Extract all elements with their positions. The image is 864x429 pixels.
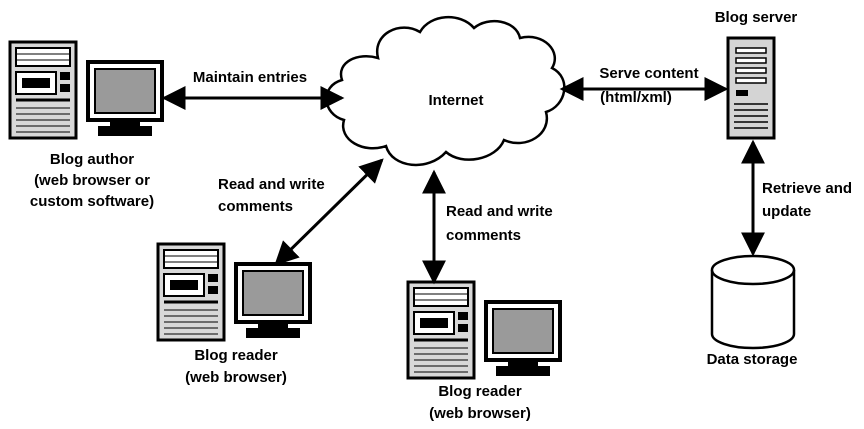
blog-author-computer-icon xyxy=(8,40,164,140)
data-storage-cylinder-icon xyxy=(710,254,796,350)
internet-cloud: Internet xyxy=(325,15,566,167)
blog-reader-center-sublabel: (web browser) xyxy=(429,405,531,422)
blog-reader-left-sublabel: (web browser) xyxy=(185,369,287,386)
blog-server-icon xyxy=(726,36,776,140)
blog-reader-left-label: Blog reader xyxy=(194,347,278,364)
blog-author-label: Blog author xyxy=(50,151,134,168)
retrieve-update-label: Retrieve and xyxy=(762,180,852,197)
blog-server-label: Blog server xyxy=(715,9,798,26)
blog-reader-center-label: Blog reader xyxy=(438,383,522,400)
maintain-entries-label: Maintain entries xyxy=(193,69,307,86)
internet-label: Internet xyxy=(428,92,483,109)
read-write-left-sublabel: comments xyxy=(218,198,293,215)
serve-content-sublabel: (html/xml) xyxy=(600,89,672,106)
retrieve-update-sublabel: update xyxy=(762,203,811,220)
read-write-left-arrow xyxy=(274,158,384,266)
read-write-center-sublabel: comments xyxy=(446,227,521,244)
data-storage-label: Data storage xyxy=(707,351,798,368)
blog-reader-left-computer-icon xyxy=(156,242,312,342)
serve-content-label: Serve content xyxy=(599,65,698,82)
blog-author-sublabel-1: (web browser or xyxy=(34,172,150,189)
read-write-center-label: Read and write xyxy=(446,203,553,220)
read-write-left-label: Read and write xyxy=(218,176,325,193)
blog-author-sublabel-2: custom software) xyxy=(30,193,154,210)
blog-reader-center-computer-icon xyxy=(406,280,562,380)
